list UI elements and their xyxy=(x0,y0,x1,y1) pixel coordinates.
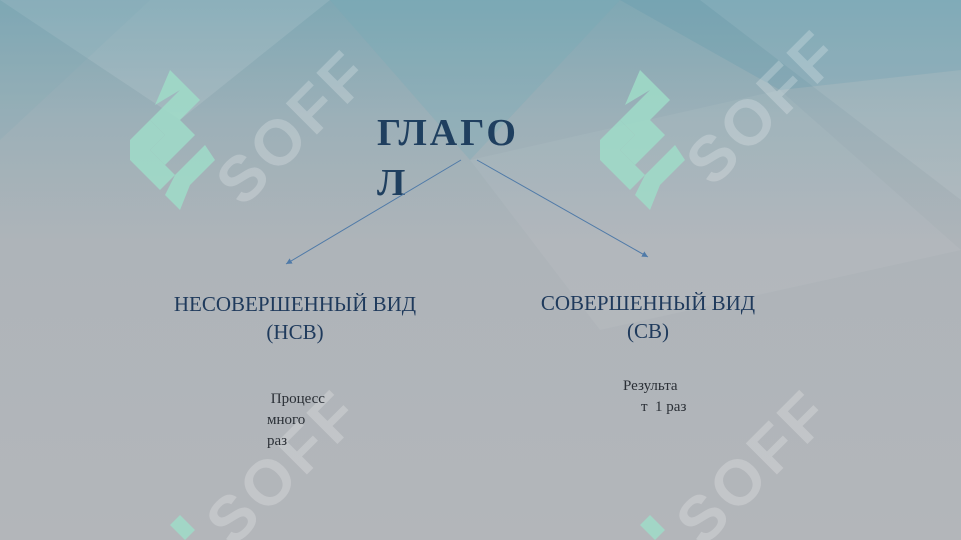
branch-label-line2: (СВ) xyxy=(627,319,669,343)
note-line: раз xyxy=(267,433,288,449)
arrow-to-nsv xyxy=(285,159,462,265)
watermark-top-left: SOFF xyxy=(120,36,385,240)
note-imperfective: Процесс много раз xyxy=(267,389,347,452)
diagram-title: ГЛАГОЛ xyxy=(377,112,519,204)
note-perfective: Результа т 1 раз xyxy=(623,376,703,418)
branch-imperfective: НЕСОВЕРШЕННЫЙ ВИД (НСВ) xyxy=(150,290,440,346)
branch-label-line1: СОВЕРШЕННЫЙ ВИД xyxy=(540,291,756,315)
note-line: много xyxy=(267,412,306,428)
branch-label-line1: НЕСОВЕРШЕННЫЙ ВИД xyxy=(173,292,417,316)
note-line: т 1 раз xyxy=(641,399,687,415)
arrow-to-sv xyxy=(476,159,649,258)
soff-logo-icon xyxy=(170,515,195,540)
soff-logo-icon xyxy=(640,515,665,540)
watermark-top-right: SOFF xyxy=(590,16,855,240)
watermark-bottom-right: SOFF xyxy=(620,376,880,540)
soff-logo-icon xyxy=(130,70,215,210)
branch-label-line2: (НСВ) xyxy=(266,320,324,344)
note-line: Результа xyxy=(623,378,678,394)
branch-perfective: СОВЕРШЕННЫЙ ВИД (СВ) xyxy=(518,289,778,345)
soff-logo-icon xyxy=(600,70,685,210)
note-line: Процесс xyxy=(267,391,325,407)
watermark-bottom-left: SOFF xyxy=(150,376,410,540)
